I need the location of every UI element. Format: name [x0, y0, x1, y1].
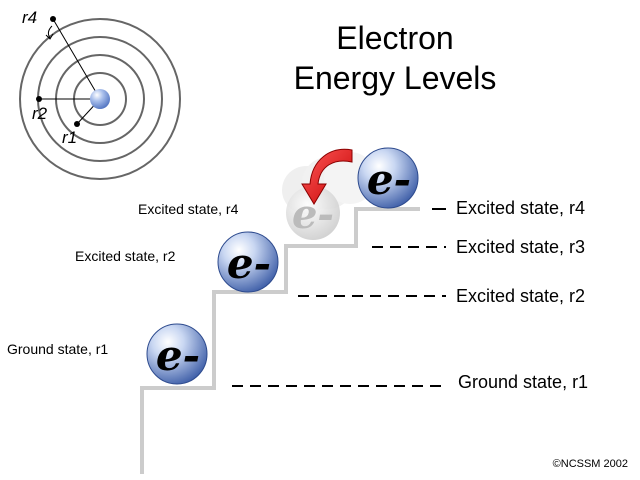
electron-r4-label: e-	[367, 155, 411, 204]
nucleus	[90, 89, 110, 109]
electron-r2-label: e-	[227, 239, 271, 288]
electron-r4: e-	[357, 147, 419, 209]
level-label-r3: Excited state, r3	[456, 237, 586, 257]
electron-r1-label: e-	[156, 331, 200, 380]
radius-line-r4	[52, 18, 101, 100]
atom-label-r2: r2	[32, 104, 48, 123]
point-r1	[74, 121, 80, 127]
electron-ghost: e-	[286, 186, 340, 240]
transition-arrow	[301, 148, 353, 205]
level-label-r4: Excited state, r4	[456, 198, 586, 218]
copyright-notice: ©NCSSM 2002	[552, 458, 628, 470]
state-label-r2: Excited state, r2	[75, 248, 176, 264]
transition-small-arrow	[47, 25, 53, 39]
state-label-ground: Ground state, r1	[7, 341, 109, 357]
atom-model	[19, 16, 181, 180]
level-label-r2: Excited state, r2	[456, 286, 586, 306]
orbit-4	[19, 18, 181, 180]
electron-r1: e-	[146, 323, 208, 385]
title-line-2: Energy Levels	[293, 60, 497, 96]
state-label-r4: Excited state, r4	[138, 201, 239, 217]
title-line-1: Electron	[336, 20, 454, 56]
energy-staircase	[140, 207, 420, 474]
atom-label-r4: r4	[22, 8, 38, 27]
point-r4	[50, 16, 56, 22]
atom-label-r1: r1	[62, 128, 78, 147]
point-r2	[36, 96, 42, 102]
transition-small-arrowhead	[45, 33, 54, 40]
electron-r2: e-	[217, 231, 279, 293]
level-label-ground: Ground state, r1	[458, 372, 589, 392]
